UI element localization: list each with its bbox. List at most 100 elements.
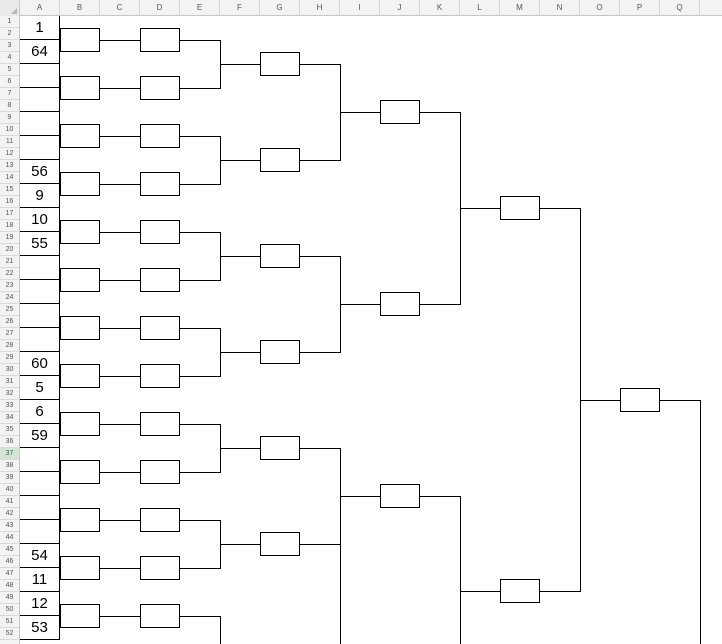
column-header-k[interactable]: K [420, 0, 460, 16]
row-header-42[interactable]: 42 [0, 508, 19, 520]
seed-cell[interactable]: 1 [20, 16, 60, 40]
match-box[interactable] [260, 148, 300, 172]
seed-cell[interactable] [20, 280, 60, 304]
row-header-18[interactable]: 18 [0, 220, 19, 232]
row-header-20[interactable]: 20 [0, 244, 19, 256]
column-header-b[interactable]: B [60, 0, 100, 16]
column-header-f[interactable]: F [220, 0, 260, 16]
column-header-a[interactable]: A [20, 0, 60, 16]
match-box[interactable] [500, 196, 540, 220]
row-header-49[interactable]: 49 [0, 592, 19, 604]
seed-cell[interactable] [20, 448, 60, 472]
seed-cell[interactable] [20, 472, 60, 496]
match-box[interactable] [60, 316, 100, 340]
row-header-25[interactable]: 25 [0, 304, 19, 316]
seed-cell[interactable]: 5 [20, 376, 60, 400]
match-box[interactable] [140, 508, 180, 532]
row-header-51[interactable]: 51 [0, 616, 19, 628]
row-header-35[interactable]: 35 [0, 424, 19, 436]
row-header-37[interactable]: 37 [0, 448, 19, 460]
seed-cell[interactable] [20, 328, 60, 352]
seed-cell[interactable]: 10 [20, 208, 60, 232]
column-header-c[interactable]: C [100, 0, 140, 16]
row-header-36[interactable]: 36 [0, 436, 19, 448]
row-header-47[interactable]: 47 [0, 568, 19, 580]
row-header-13[interactable]: 13 [0, 160, 19, 172]
match-box[interactable] [60, 364, 100, 388]
row-header-6[interactable]: 6 [0, 76, 19, 88]
row-header-1[interactable]: 1 [0, 16, 19, 28]
seed-cell[interactable] [20, 136, 60, 160]
row-header-43[interactable]: 43 [0, 520, 19, 532]
row-header-14[interactable]: 14 [0, 172, 19, 184]
match-box[interactable] [60, 172, 100, 196]
seed-cell[interactable]: 9 [20, 184, 60, 208]
match-box[interactable] [140, 268, 180, 292]
row-header-4[interactable]: 4 [0, 52, 19, 64]
match-box[interactable] [60, 460, 100, 484]
row-header-31[interactable]: 31 [0, 376, 19, 388]
row-header-3[interactable]: 3 [0, 40, 19, 52]
row-header-24[interactable]: 24 [0, 292, 19, 304]
seed-cell[interactable] [20, 304, 60, 328]
column-header-o[interactable]: O [580, 0, 620, 16]
row-header-41[interactable]: 41 [0, 496, 19, 508]
seed-cell[interactable]: 11 [20, 568, 60, 592]
column-header-l[interactable]: L [460, 0, 500, 16]
row-header-19[interactable]: 19 [0, 232, 19, 244]
seed-cell[interactable]: 12 [20, 592, 60, 616]
row-header-7[interactable]: 7 [0, 88, 19, 100]
match-box[interactable] [140, 76, 180, 100]
row-header-10[interactable]: 10 [0, 124, 19, 136]
match-box[interactable] [620, 387, 660, 412]
row-header-52[interactable]: 52 [0, 628, 19, 640]
row-header-33[interactable]: 33 [0, 400, 19, 412]
seed-cell[interactable]: 59 [20, 424, 60, 448]
column-header-j[interactable]: J [380, 0, 420, 16]
row-header-48[interactable]: 48 [0, 580, 19, 592]
match-box[interactable] [140, 556, 180, 580]
match-box[interactable] [60, 412, 100, 436]
match-box[interactable] [260, 244, 300, 268]
match-box[interactable] [60, 76, 100, 100]
seed-cell[interactable]: 60 [20, 352, 60, 376]
column-header-g[interactable]: G [260, 0, 300, 16]
row-header-22[interactable]: 22 [0, 268, 19, 280]
match-box[interactable] [60, 556, 100, 580]
seed-cell[interactable] [20, 496, 60, 520]
row-header-16[interactable]: 16 [0, 196, 19, 208]
row-header-28[interactable]: 28 [0, 340, 19, 352]
match-box[interactable] [500, 579, 540, 603]
seed-cell[interactable]: 54 [20, 544, 60, 568]
seed-cell[interactable]: 53 [20, 616, 60, 640]
row-header-45[interactable]: 45 [0, 544, 19, 556]
match-box[interactable] [140, 604, 180, 628]
row-header-21[interactable]: 21 [0, 256, 19, 268]
row-header-34[interactable]: 34 [0, 412, 19, 424]
row-header-27[interactable]: 27 [0, 328, 19, 340]
seed-cell[interactable]: 55 [20, 232, 60, 256]
match-box[interactable] [140, 220, 180, 244]
column-header-m[interactable]: M [500, 0, 540, 16]
match-box[interactable] [260, 340, 300, 364]
seed-cell[interactable] [20, 88, 60, 112]
match-box[interactable] [140, 460, 180, 484]
match-box[interactable] [380, 484, 420, 508]
match-box[interactable] [140, 412, 180, 436]
match-box[interactable] [380, 100, 420, 124]
row-header-23[interactable]: 23 [0, 280, 19, 292]
row-header-46[interactable]: 46 [0, 556, 19, 568]
row-header-50[interactable]: 50 [0, 604, 19, 616]
seed-cell[interactable] [20, 112, 60, 136]
column-header-i[interactable]: I [340, 0, 380, 16]
row-header-29[interactable]: 29 [0, 352, 19, 364]
row-header-26[interactable]: 26 [0, 316, 19, 328]
column-header-p[interactable]: P [620, 0, 660, 16]
match-box[interactable] [260, 436, 300, 460]
row-header-8[interactable]: 8 [0, 100, 19, 112]
match-box[interactable] [60, 28, 100, 52]
match-box[interactable] [60, 124, 100, 148]
row-header-40[interactable]: 40 [0, 484, 19, 496]
row-header-39[interactable]: 39 [0, 472, 19, 484]
